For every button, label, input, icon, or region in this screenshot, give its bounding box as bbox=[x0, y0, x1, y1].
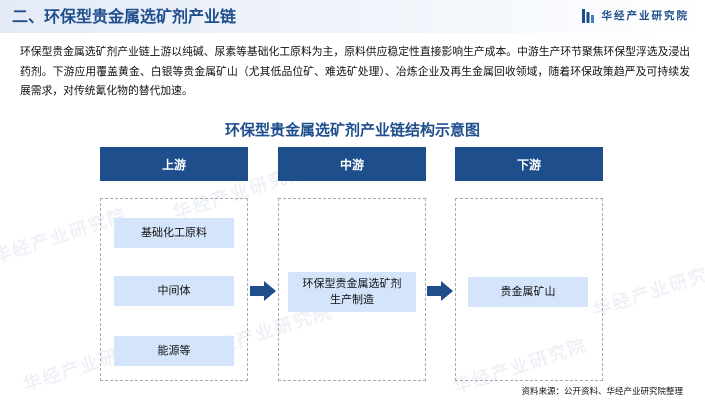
source-note: 资料来源：公开资料、华经产业研究院整理 bbox=[521, 387, 683, 397]
upstream-item-energy: 能源等 bbox=[114, 336, 234, 366]
brand-name: 华经产业研究院 bbox=[601, 10, 689, 22]
stage-box-downstream bbox=[455, 198, 603, 381]
right-arrow-icon bbox=[250, 281, 276, 301]
downstream-item-mines: 贵金属矿山 bbox=[468, 277, 588, 307]
brand-logo-icon bbox=[581, 9, 594, 23]
upstream-item-intermediates: 中间体 bbox=[114, 276, 234, 306]
stage-box-midstream bbox=[278, 198, 426, 381]
midstream-item-manufacturing: 环保型贵金属选矿剂生产制造 bbox=[288, 272, 416, 312]
stage-header-midstream: 中游 bbox=[278, 147, 426, 181]
header-bar: 二、环保型贵金属选矿剂产业链 华经产业研究院 bbox=[0, 0, 705, 33]
watermark: 华经产业研究院 bbox=[590, 257, 705, 322]
diagram-title: 环保型贵金属选矿剂产业链结构示意图 bbox=[224, 121, 480, 139]
stage-box-upstream bbox=[100, 198, 248, 381]
stage-header-upstream: 上游 bbox=[100, 147, 248, 181]
upstream-item-raw-materials: 基础化工原料 bbox=[114, 218, 234, 248]
intro-paragraph: 环保型贵金属选矿剂产业链上游以纯碱、尿素等基础化工原料为主，原料供应稳定性直接影… bbox=[20, 45, 690, 97]
right-arrow-icon bbox=[427, 281, 453, 301]
page-title: 二、环保型贵金属选矿剂产业链 bbox=[12, 7, 237, 26]
brand: 华经产业研究院 bbox=[581, 9, 690, 23]
stage-header-downstream: 下游 bbox=[455, 147, 603, 181]
